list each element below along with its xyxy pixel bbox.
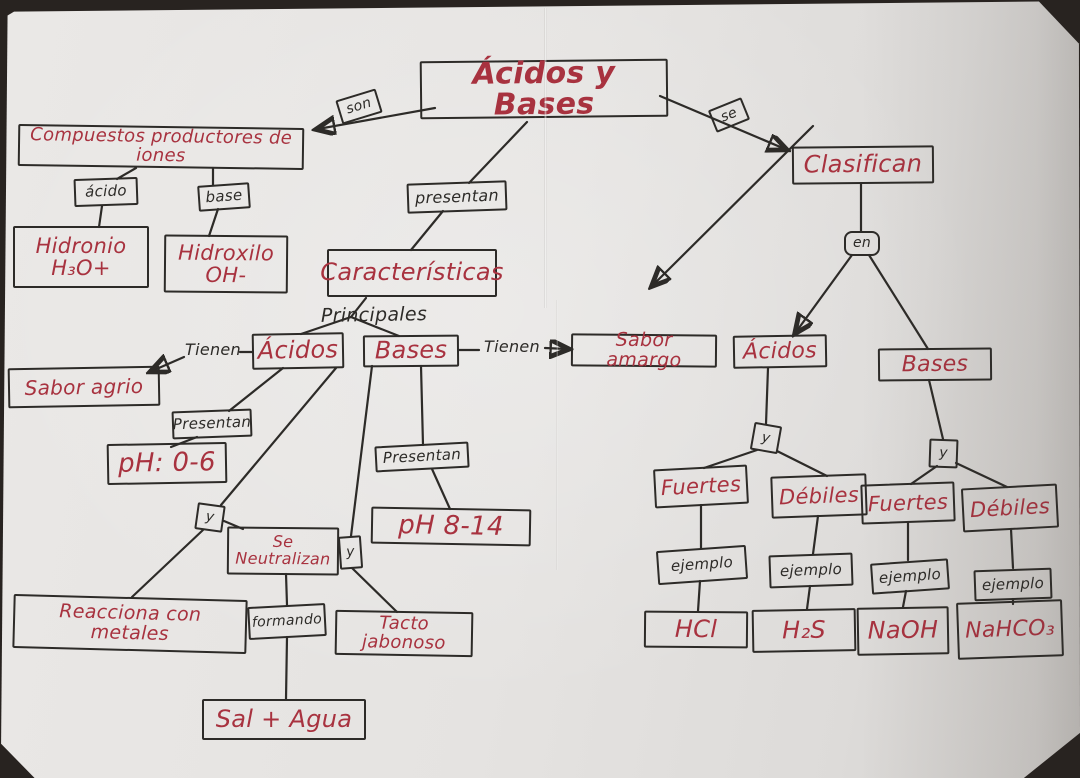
edge-label-y-acidos: y	[194, 502, 226, 533]
node-ph-0-6: pH: 0-6	[106, 441, 228, 486]
edge-label-ejemplo-1: ejemplo	[655, 544, 749, 586]
se-neutralizan-line2: Neutralizan	[235, 548, 331, 569]
node-fuertes-acidos: Fuertes	[653, 464, 749, 509]
edge-label-y-bases: y	[337, 535, 364, 570]
edge-label-y-acidos-right: y	[749, 421, 783, 455]
node-fuertes-bases: Fuertes	[860, 481, 956, 525]
title-label: Ácidos y Bases	[472, 54, 616, 123]
node-caracteristicas: Características	[320, 249, 503, 297]
node-acidos-caracteristicas: Ácidos	[251, 332, 345, 370]
edge-label-presentan-top: presentan	[406, 180, 508, 214]
edge-label-ejemplo-2: ejemplo	[768, 552, 854, 589]
node-ph-8-14: pH 8-14	[370, 506, 532, 547]
bases-right-label: Bases	[901, 351, 969, 378]
sabor-agrio-label: Sabor agrio	[24, 373, 144, 400]
paper-fold-crease-bottom	[556, 300, 558, 570]
bases-mid-label: Bases	[374, 336, 448, 365]
edge-label-ejemplo-3: ejemplo	[870, 558, 950, 595]
principales-label: Principales	[320, 303, 428, 327]
y1-label: y	[204, 508, 216, 526]
hidronio-line1: Hidronio	[35, 233, 127, 258]
node-debiles-acidos: Débiles	[770, 473, 868, 519]
node-debiles-bases: Débiles	[960, 483, 1060, 533]
y4-label: y	[938, 445, 949, 462]
edge-label-son: son	[335, 88, 383, 125]
node-sal-agua: Sal + Agua	[202, 699, 366, 740]
node-naoh: NaOH	[856, 606, 950, 656]
ejemplo2-label: ejemplo	[779, 559, 843, 580]
paper-shading	[860, 1, 1080, 778]
node-clasifican: Clasifican	[791, 145, 935, 185]
ejemplo1-label: ejemplo	[670, 552, 734, 576]
edge-label-se: se	[707, 97, 751, 133]
acidos-mid-label: Ácidos	[257, 335, 339, 366]
sabor-amargo-label: Sabor amargo	[606, 328, 682, 371]
paper-fold-crease-top	[544, 8, 547, 308]
node-compuestos-productores: Compuestos productores de iones	[17, 124, 305, 170]
node-hcl: HCl	[643, 610, 749, 649]
formando-label: formando	[251, 611, 323, 631]
compuestos-label: Compuestos productores de iones	[30, 124, 293, 167]
debiles-acidos-label: Débiles	[778, 482, 860, 510]
hidroxilo-line2: OH-	[205, 262, 247, 288]
fuertes-bases-label: Fuertes	[867, 489, 949, 517]
presentan-acidos-label: Presentan	[172, 412, 252, 434]
hidronio-line2: H₃O+	[51, 256, 111, 280]
edge-label-ejemplo-4: ejemplo	[973, 567, 1053, 602]
son-label: son	[344, 94, 374, 118]
acidos-right-label: Ácidos	[742, 338, 818, 365]
node-hidroxilo: Hidroxilo OH-	[163, 234, 289, 294]
ejemplo4-label: ejemplo	[981, 573, 1045, 594]
edge-label-acido: ácido	[73, 176, 139, 208]
edge-label-presentan-acidos: Presentan	[171, 408, 253, 440]
tienen-left-label: Tienen	[185, 339, 241, 359]
node-acidos-clasificacion: Ácidos	[732, 334, 828, 369]
debiles-bases-label: Débiles	[969, 493, 1051, 523]
tienen-right-label: Tienen	[484, 336, 540, 356]
clasifican-label: Clasifican	[803, 149, 923, 179]
hcl-label: HCl	[674, 614, 718, 644]
sal-agua-label: Sal + Agua	[215, 704, 353, 733]
node-sabor-agrio: Sabor agrio	[7, 365, 161, 409]
h2s-label: H₂S	[781, 615, 827, 645]
node-nahco3: NaHCO₃	[956, 599, 1064, 660]
fuertes-acidos-label: Fuertes	[660, 472, 742, 501]
en-label: en	[852, 235, 872, 252]
node-se-neutralizan: Se Neutralizan	[226, 526, 340, 576]
ejemplo3-label: ejemplo	[878, 564, 942, 587]
se-label: se	[718, 104, 740, 126]
node-bases-caracteristicas: Bases	[362, 334, 460, 368]
reacciona-label: Reacciona con metales	[58, 600, 202, 646]
edge-label-base: base	[197, 182, 251, 212]
nahco3-label: NaHCO₃	[964, 615, 1056, 644]
naoh-label: NaOH	[867, 615, 939, 646]
tacto-label: Tacto jabonoso	[361, 612, 446, 654]
node-bases-clasificacion: Bases	[877, 347, 993, 382]
node-tacto-jabonoso: Tacto jabonoso	[334, 609, 474, 658]
edge-label-y-bases-right: y	[928, 438, 959, 469]
hidroxilo-line1: Hidroxilo	[177, 240, 275, 266]
edge-label-en: en	[844, 231, 880, 256]
presentan-bases-label: Presentan	[382, 445, 462, 468]
edge-label-tienen-right: Tienen	[481, 337, 543, 357]
edge-label-presentan-bases: Presentan	[374, 441, 470, 473]
edge-label-tienen-left: Tienen	[182, 340, 244, 360]
presentan-top-label: presentan	[414, 185, 500, 208]
caracteristicas-label: Características	[320, 258, 504, 287]
base-label: base	[204, 185, 244, 207]
node-hidronio: Hidronio H₃O+	[13, 226, 149, 288]
node-h2s: H₂S	[751, 608, 857, 653]
ph-bases-label: pH 8-14	[398, 509, 504, 542]
node-reacciona-con-metales: Reacciona con metales	[12, 593, 248, 655]
text-principales: Principales	[318, 302, 430, 330]
node-sabor-amargo: Sabor amargo	[570, 328, 718, 371]
y2-label: y	[345, 543, 356, 561]
acido-label: ácido	[84, 181, 128, 201]
ph-acidos-label: pH: 0-6	[117, 446, 217, 479]
node-title: Ácidos y Bases	[419, 54, 669, 123]
y3-label: y	[760, 429, 772, 447]
edge-label-formando: formando	[247, 602, 327, 641]
